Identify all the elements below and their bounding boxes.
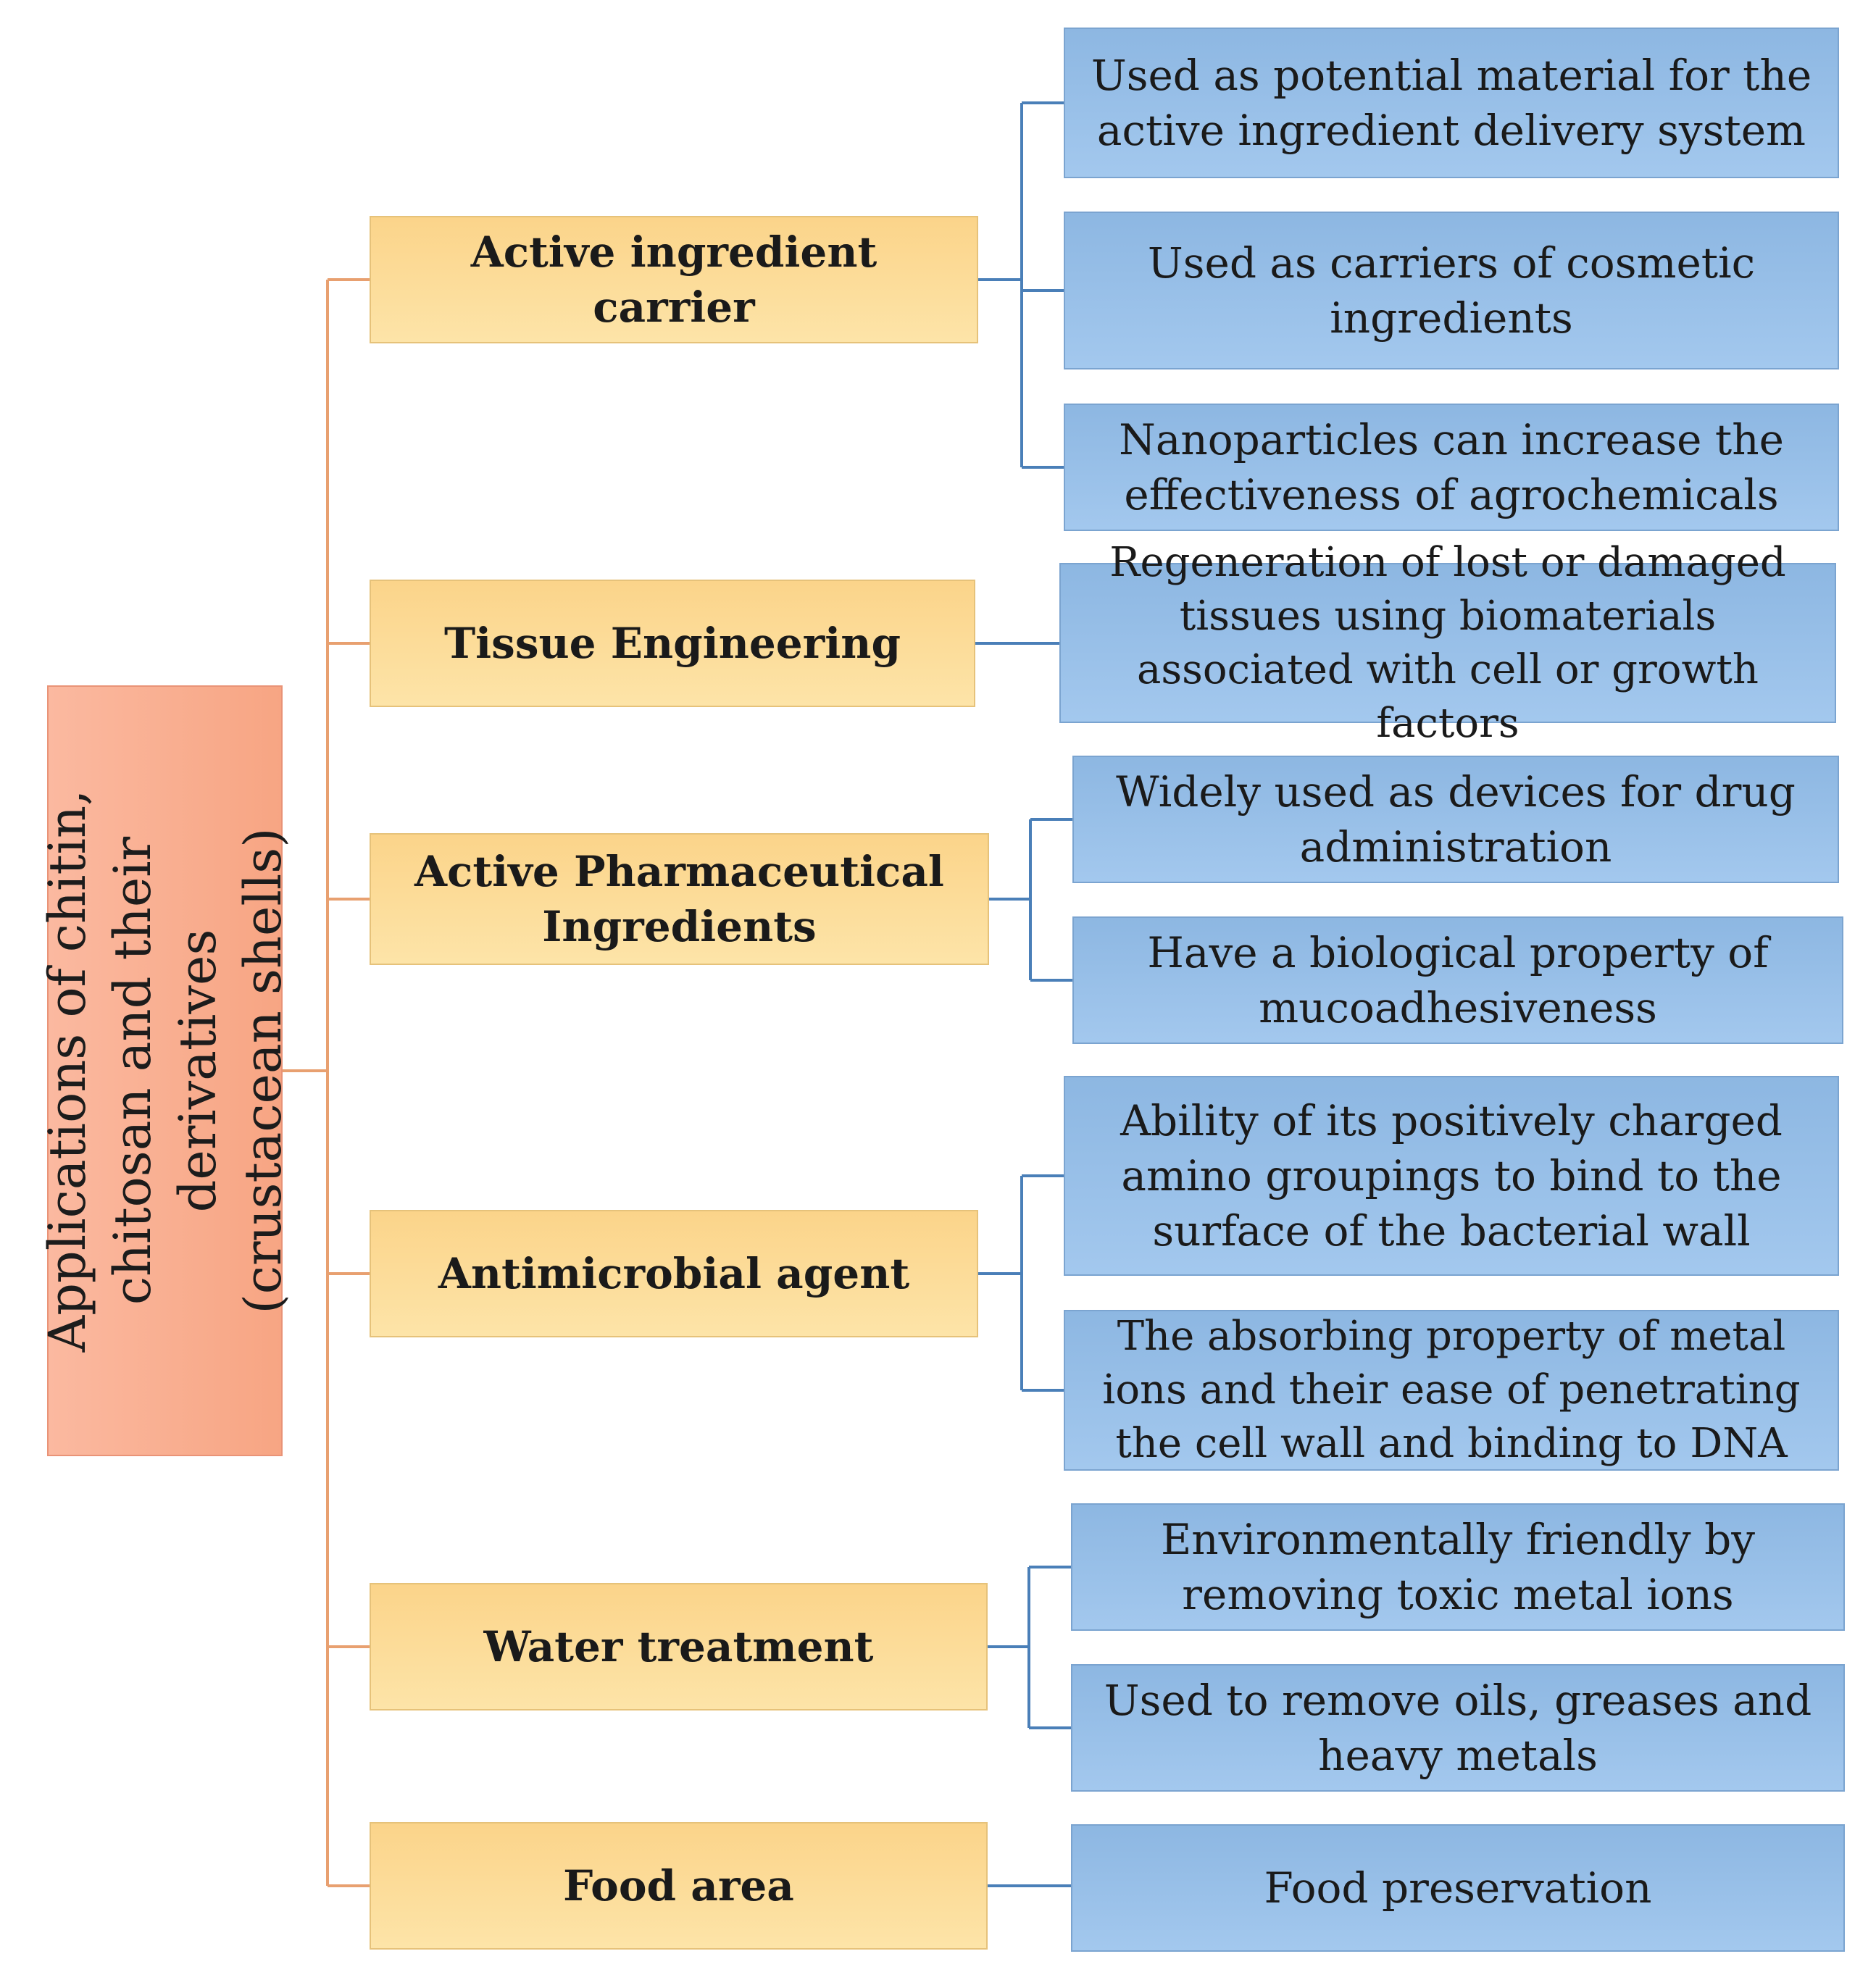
description-item: Nanoparticles can increase the effective… xyxy=(1064,404,1839,531)
category-active-ingredient-carrier: Active ingredient carrier xyxy=(370,216,978,343)
category-food-area: Food area xyxy=(370,1822,988,1950)
category-water-treatment: Water treatment xyxy=(370,1583,988,1710)
category-antimicrobial-agent: Antimicrobial agent xyxy=(370,1210,978,1337)
description-item: Widely used as devices for drug administ… xyxy=(1072,756,1839,883)
description-item: Used as carriers of cosmetic ingredients xyxy=(1064,212,1839,369)
description-item: Food preservation xyxy=(1071,1824,1845,1952)
description-item: The absorbing property of metal ions and… xyxy=(1064,1310,1839,1471)
root-node: Applications of chitin, chitosan and the… xyxy=(38,685,293,1456)
category-active-pharmaceutical-ingredients: Active Pharmaceutical Ingredients xyxy=(370,833,989,965)
description-item: Have a biological property of mucoadhesi… xyxy=(1072,916,1843,1044)
description-item: Regeneration of lost or damaged tissues … xyxy=(1059,539,1836,747)
category-tissue-engineering: Tissue Engineering xyxy=(370,580,975,707)
description-item: Used as potential material for the activ… xyxy=(1064,28,1839,178)
root-label: Applications of chitin, chitosan and the… xyxy=(37,789,293,1353)
description-item: Used to remove oils, greases and heavy m… xyxy=(1071,1664,1845,1792)
description-item: Ability of its positively charged amino … xyxy=(1064,1076,1839,1276)
description-item: Environmentally friendly by removing tox… xyxy=(1071,1503,1845,1631)
